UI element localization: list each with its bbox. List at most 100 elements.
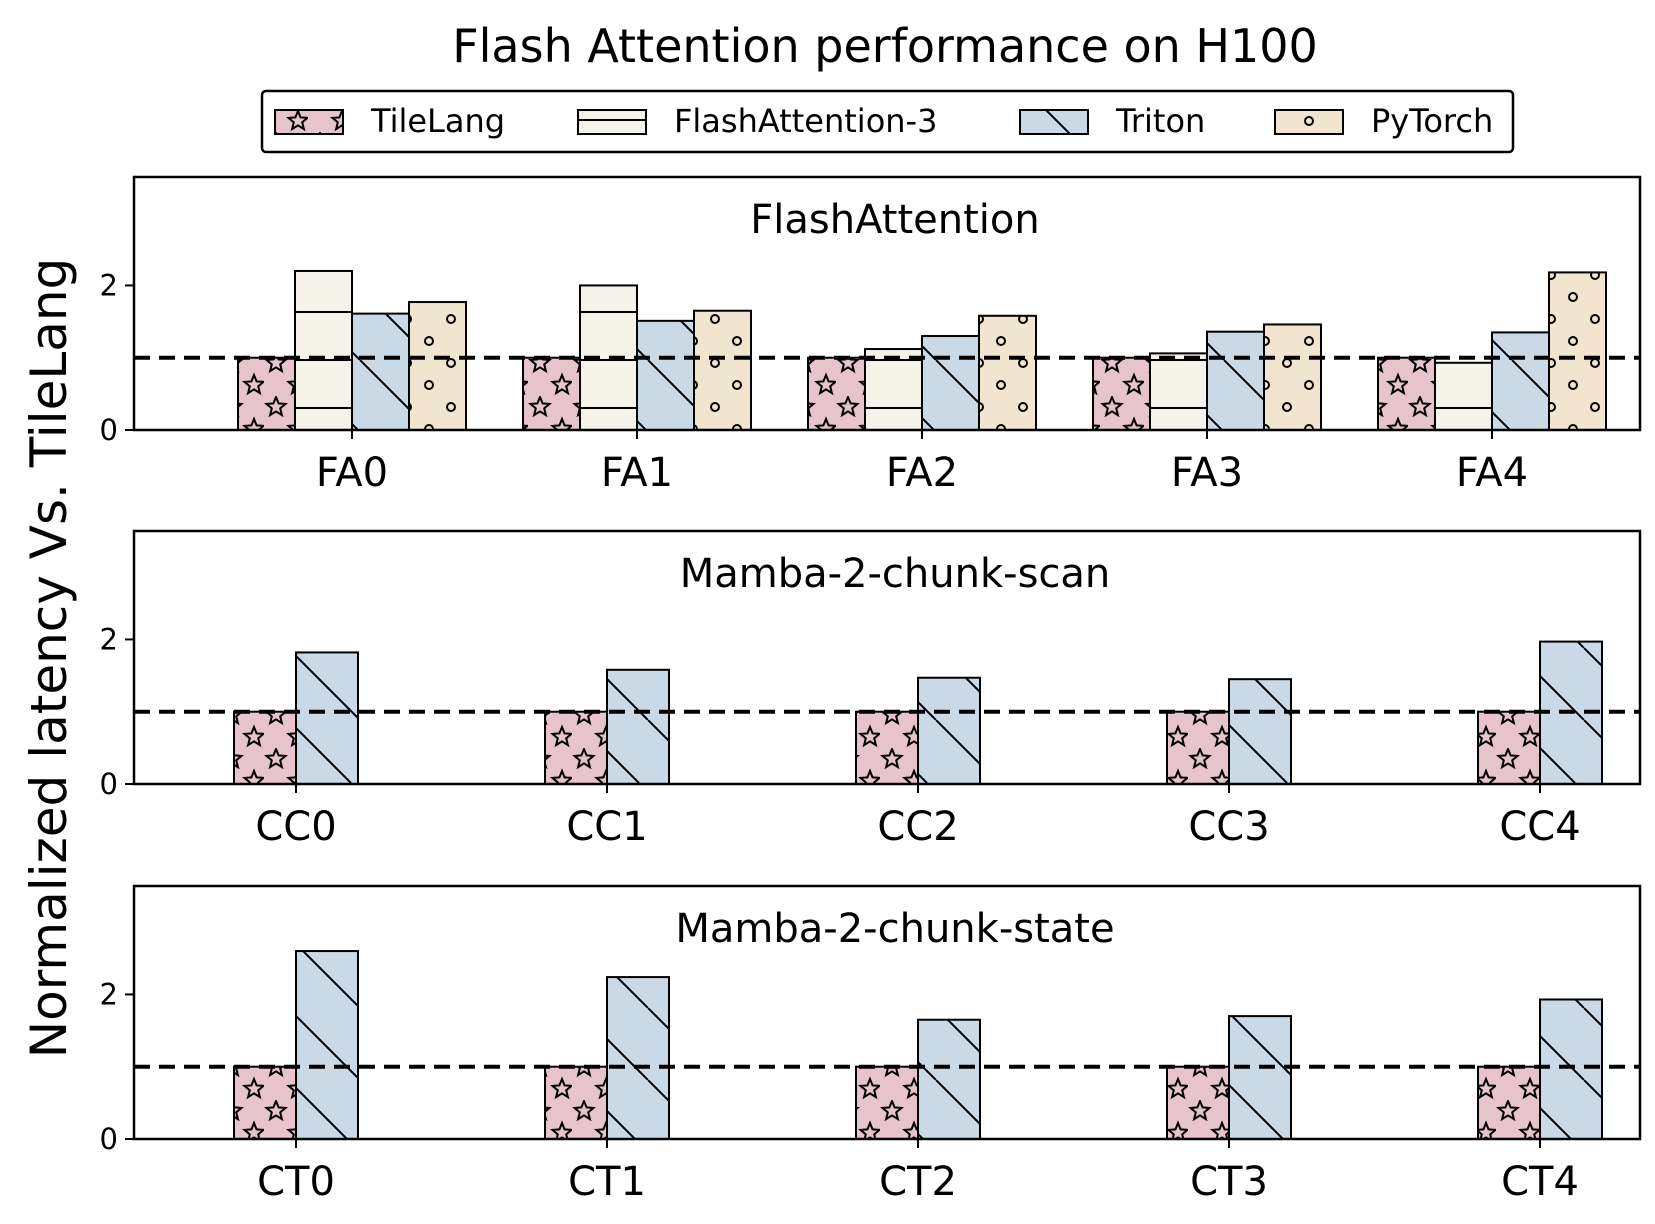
bar-flashattention-3-fa0: [294, 269, 353, 431]
bar-tilelang-ct1: [544, 1065, 608, 1140]
bar-tilelang-cc1: [544, 710, 608, 786]
bar-outline: [917, 1018, 981, 1141]
bar-outline: [1149, 352, 1208, 431]
bar-outline: [351, 312, 410, 431]
x-tick-label-ct2: CT2: [879, 1159, 957, 1205]
bar-outline: [917, 676, 981, 785]
bar-outline: [295, 651, 359, 785]
bar-triton-ct1: [606, 976, 670, 1141]
bar-outline: [294, 269, 353, 431]
bar-outline: [864, 348, 923, 432]
legend-item-flashattention-3: FlashAttention-3: [577, 102, 937, 140]
bar-triton-fa4: [1491, 331, 1550, 431]
x-tick-label-cc2: CC2: [877, 804, 958, 850]
bar-outline: [1263, 323, 1322, 431]
x-tick-label-ct0: CT0: [257, 1159, 335, 1205]
bar-outline: [1434, 361, 1493, 432]
bar-tilelang-cc4: [1477, 710, 1541, 786]
legend-label-tilelang: TileLang: [370, 102, 505, 140]
y-tick-label: 2: [100, 977, 118, 1011]
bar-outline: [921, 335, 980, 431]
bar-outline: [606, 668, 670, 785]
bar-tilelang-cc0: [233, 710, 297, 786]
bar-outline: [1539, 998, 1603, 1141]
legend-swatch-hatch: [577, 109, 647, 135]
bar-triton-cc2: [917, 676, 981, 785]
bar-tilelang-fa3: [1092, 356, 1151, 432]
bar-outline: [295, 950, 359, 1140]
bar-tilelang-ct4: [1477, 1065, 1541, 1140]
y-tick-label: 0: [100, 767, 118, 801]
legend-label-flashattention-3: FlashAttention-3: [674, 102, 937, 140]
bar-outline: [855, 710, 919, 786]
bar-triton-cc3: [1228, 678, 1292, 786]
x-tick-label-fa2: FA2: [886, 450, 958, 496]
bar-tilelang-cc3: [1166, 710, 1230, 786]
bar-triton-fa3: [1206, 330, 1265, 432]
panel-title: Mamba-2-chunk-state: [675, 906, 1114, 952]
bar-outline: [1166, 1065, 1230, 1140]
bar-triton-ct0: [295, 950, 359, 1140]
bar-outline: [606, 976, 670, 1141]
bar-outline: [1166, 710, 1230, 786]
legend-item-tilelang: TileLang: [274, 102, 505, 140]
bar-outline: [233, 1065, 297, 1140]
bar-outline: [1477, 710, 1541, 786]
bar-triton-cc0: [295, 651, 359, 785]
bar-tilelang-ct0: [233, 1065, 297, 1140]
bar-triton-cc1: [606, 668, 670, 785]
x-tick-label-fa1: FA1: [601, 450, 673, 496]
bar-outline: [1206, 330, 1265, 432]
bar-pytorch-fa3: [1263, 323, 1322, 431]
bar-outline: [1377, 356, 1436, 432]
axes-frame: [132, 175, 1642, 432]
bar-triton-ct4: [1539, 998, 1603, 1141]
bar-outline: [1228, 678, 1292, 786]
bar-flashattention-3-fa1: [579, 284, 638, 431]
x-tick-label-fa4: FA4: [1456, 450, 1528, 496]
bar-pytorch-fa0: [408, 301, 467, 432]
bar-flashattention-3-fa3: [1149, 352, 1208, 431]
bar-tilelang-cc2: [855, 710, 919, 786]
bar-triton-ct3: [1228, 1015, 1292, 1140]
legend-label-pytorch: PyTorch: [1371, 102, 1493, 140]
bar-tilelang-fa4: [1377, 356, 1436, 432]
bar-outline: [855, 1065, 919, 1140]
bar-outline: [1477, 1065, 1541, 1140]
panel-title: Mamba-2-chunk-scan: [680, 551, 1111, 597]
x-tick-label-ct4: CT4: [1501, 1159, 1579, 1205]
legend-label-triton: Triton: [1115, 102, 1205, 140]
legend-swatch-hatch: [274, 109, 344, 135]
x-tick-label-cc4: CC4: [1499, 804, 1580, 850]
bar-outline: [1092, 356, 1151, 432]
y-tick-label: 0: [100, 413, 118, 447]
bar-triton-fa0: [351, 312, 410, 431]
bar-tilelang-fa1: [522, 356, 581, 432]
bar-outline: [636, 319, 695, 431]
x-tick-label-fa0: FA0: [316, 450, 388, 496]
bar-outline: [233, 710, 297, 786]
bar-outline: [544, 710, 608, 786]
bar-outline: [1228, 1015, 1292, 1140]
bar-pytorch-fa2: [978, 314, 1037, 431]
bar-outline: [807, 356, 866, 432]
bar-outline: [978, 314, 1037, 431]
bar-tilelang-fa0: [237, 356, 296, 432]
bar-outline: [237, 356, 296, 432]
y-tick-label: 2: [100, 268, 118, 302]
bar-triton-ct2: [917, 1018, 981, 1141]
x-tick-label-cc0: CC0: [255, 804, 336, 850]
axes-frame: [132, 884, 1642, 1141]
legend-frame: [260, 89, 1515, 154]
y-axis-label: Normalized latency Vs. TileLang: [20, 258, 78, 1059]
y-tick-label: 2: [100, 622, 118, 656]
bar-outline: [522, 356, 581, 432]
legend-swatch-hatch: [1274, 109, 1344, 135]
bar-pytorch-fa4: [1548, 271, 1607, 431]
x-tick-label-ct1: CT1: [568, 1159, 646, 1205]
chart-title: Flash Attention performance on H100: [452, 19, 1318, 73]
bar-outline: [1548, 271, 1607, 431]
